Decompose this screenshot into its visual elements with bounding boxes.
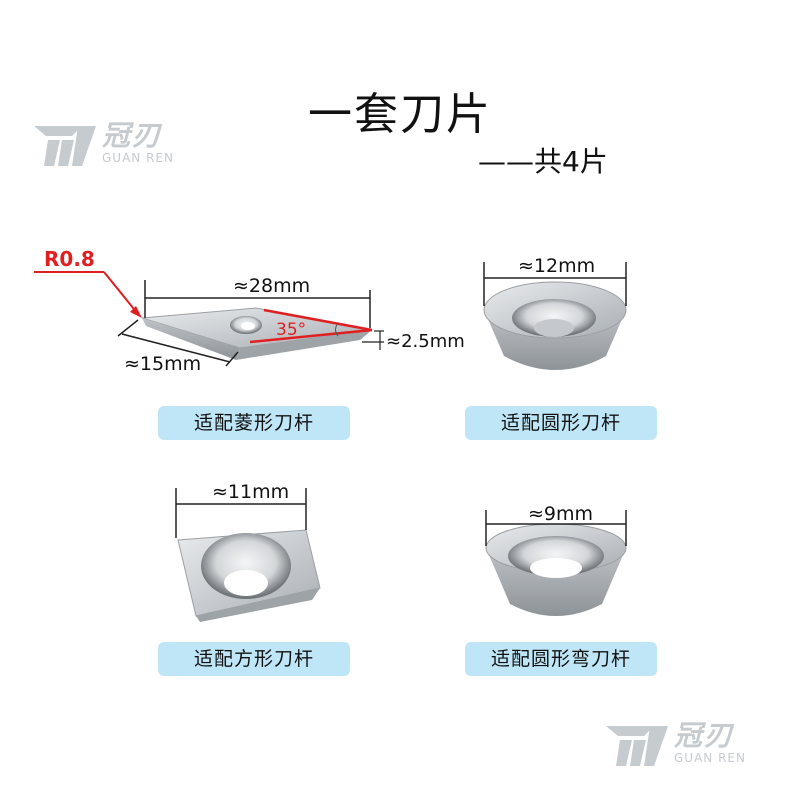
caption-round12: 适配圆形刀杆 <box>465 406 657 440</box>
square-insert <box>177 529 321 622</box>
diamond-length-label: ≈28mm <box>233 275 310 297</box>
diamond-width-label: ≈15mm <box>124 353 201 375</box>
round-12-insert <box>483 281 627 370</box>
page-subtitle: ——共4片 <box>478 145 608 178</box>
brand-name-cn: 冠刃 <box>674 719 735 752</box>
brand-mark-icon <box>606 726 668 766</box>
diamond-insert <box>141 307 373 360</box>
caption-diamond: 适配菱形刀杆 <box>158 406 350 440</box>
brand-logo-top: 冠刃 GUAN REN <box>34 118 174 168</box>
angle-label: 35° <box>276 320 306 340</box>
caption-round9: 适配圆形弯刀杆 <box>465 642 657 676</box>
diamond-thickness-label: ≈2.5mm <box>386 331 465 352</box>
brand-logo-bottom: 冠刃 GUAN REN <box>606 718 746 768</box>
round9-size-label: ≈9mm <box>528 503 593 525</box>
square-size-label: ≈11mm <box>212 481 289 503</box>
brand-name-en: GUAN REN <box>674 751 746 765</box>
brand-mark-icon <box>34 126 96 166</box>
page-title: 一套刀片 <box>308 89 492 140</box>
caption-square: 适配方形刀杆 <box>158 642 350 676</box>
round12-size-label: ≈12mm <box>518 255 595 277</box>
brand-name-cn: 冠刃 <box>102 119 163 152</box>
round-9-insert <box>485 523 627 616</box>
radius-label: R0.8 <box>44 247 95 271</box>
brand-name-en: GUAN REN <box>102 151 174 165</box>
